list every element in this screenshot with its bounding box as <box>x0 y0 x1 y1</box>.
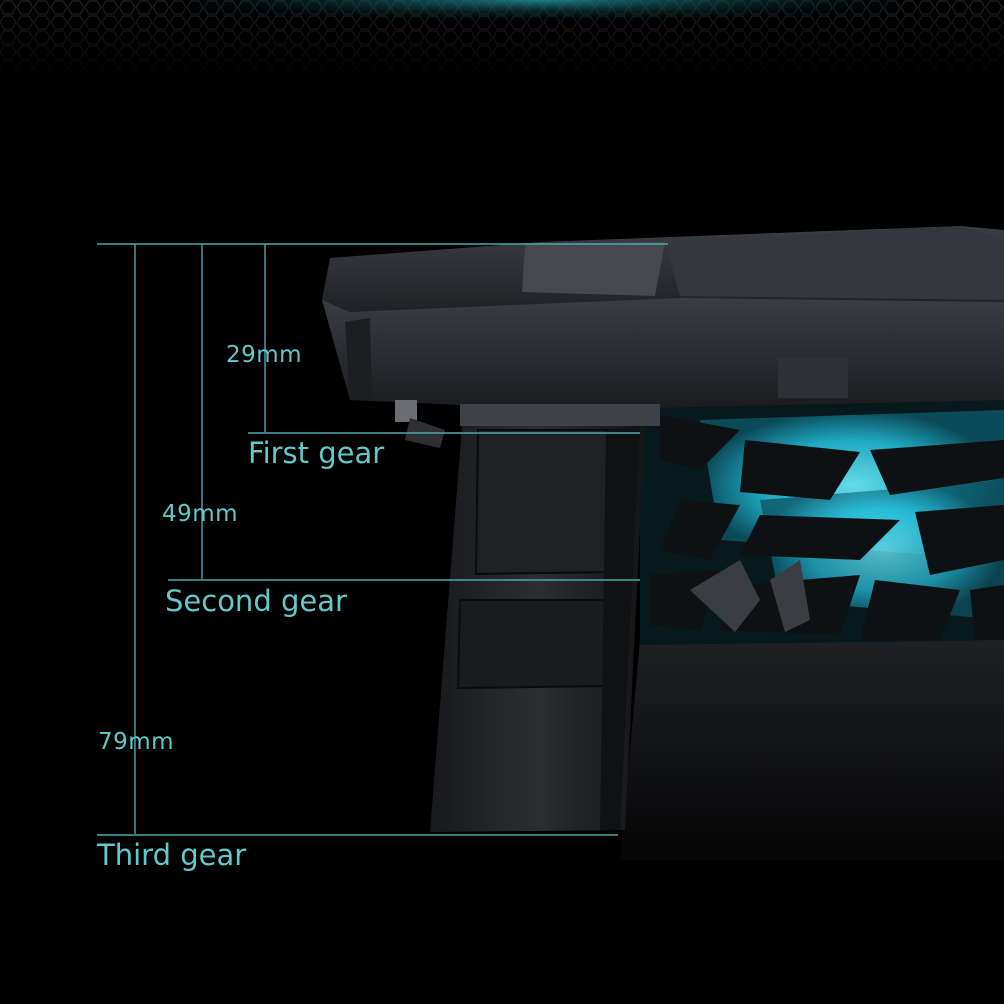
third-gear-height-label: 79mm <box>98 729 175 755</box>
second-gear-label: Second gear <box>165 584 347 618</box>
cooler-body <box>322 226 1004 448</box>
first-gear-label: First gear <box>248 436 385 470</box>
first-gear-height-label: 29mm <box>226 342 303 368</box>
folding-leg <box>430 426 645 832</box>
third-gear-label: Third gear <box>97 838 247 872</box>
fan-grille <box>640 398 1004 645</box>
second-gear-height-label: 49mm <box>162 501 239 527</box>
dimension-lines <box>97 243 668 836</box>
